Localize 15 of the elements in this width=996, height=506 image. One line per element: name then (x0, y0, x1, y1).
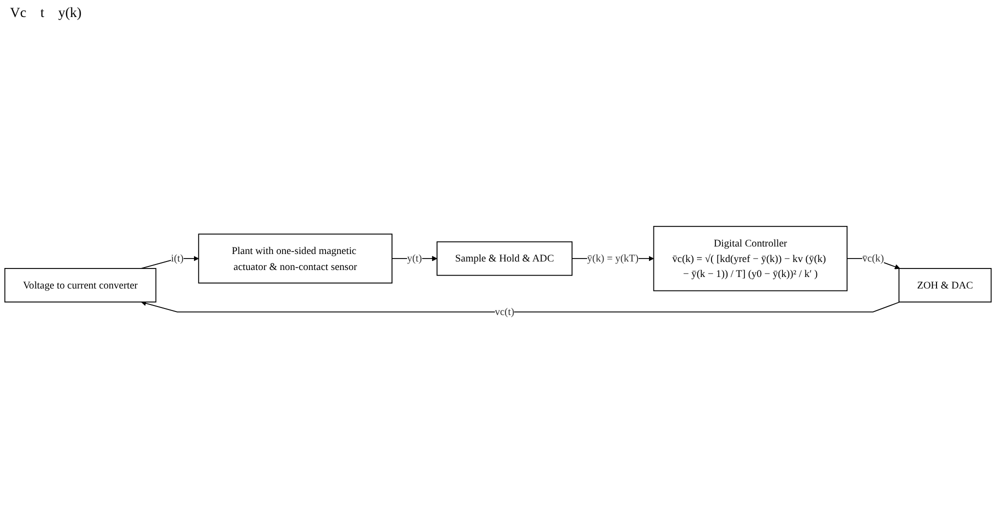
edge-label: ȳ(k) = y(kT) (587, 252, 639, 264)
node-box: ZOH & DAC (898, 268, 992, 302)
edge-label: vc(t) (494, 306, 514, 318)
edge-label: i(t) (170, 252, 184, 264)
arrow (141, 300, 900, 312)
node-box: Sample & Hold & ADC (436, 241, 572, 276)
edge-label: v̄c(k) (862, 252, 884, 264)
axis-label: y(k) (58, 6, 82, 22)
node-box: Voltage to current converter (4, 268, 156, 302)
node-box: Digital Controller v̄c(k) = √( [kd(yref − ȳ(k)) − kv (ȳ(k) − ȳ(k − 1)) / T] (y0 − ȳ(k))² / k′ ) (653, 226, 848, 292)
arrow (140, 256, 199, 269)
node-box: Plant with one-sided magnetic actuator & non-contact sensor (198, 234, 392, 284)
axis-label: Vc (10, 6, 26, 22)
axis-label: t (40, 6, 44, 22)
edge-label: y(t) (407, 252, 422, 264)
